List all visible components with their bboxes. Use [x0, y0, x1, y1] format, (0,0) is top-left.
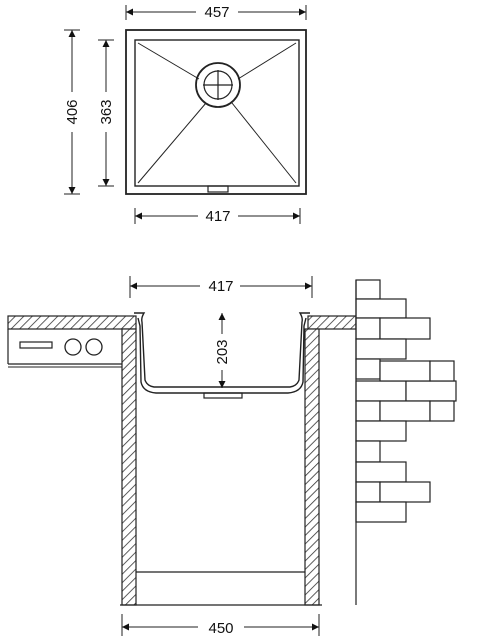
appliance-display	[19, 341, 53, 349]
dim-inner-width-label: 417	[205, 208, 230, 225]
cabinet-wall-right	[304, 328, 320, 606]
bowl-slope-lines	[137, 42, 297, 184]
dim-outer-depth: 406	[64, 29, 81, 195]
brick-wall	[355, 279, 457, 605]
top-view: 457 406 363 417	[64, 4, 307, 225]
appliance-front	[7, 329, 122, 368]
dim-bowl-depth: 203	[214, 313, 231, 388]
dim-outer-width-label: 457	[204, 4, 229, 21]
dim-cabinet-width: 450	[121, 614, 320, 637]
dim-cabinet-width-label: 450	[208, 620, 233, 637]
dim-inner-depth: 363	[98, 39, 115, 187]
dim-bowl-depth-label: 203	[214, 339, 231, 364]
dim-bowl-width-label: 417	[208, 278, 233, 295]
dim-outer-width: 457	[125, 4, 307, 21]
overflow-slot	[207, 185, 229, 193]
appliance-knob-2	[85, 338, 103, 356]
drain-icon	[195, 62, 241, 108]
countertop-right	[307, 315, 357, 330]
countertop-left	[7, 315, 137, 330]
sink-outer-rim	[125, 29, 307, 195]
dim-bowl-width: 417	[129, 276, 313, 298]
dim-inner-width: 417	[134, 208, 301, 225]
dim-inner-depth-label: 363	[98, 99, 115, 124]
sink-inner-bowl	[134, 39, 300, 187]
dim-outer-depth-label: 406	[64, 99, 81, 124]
cabinet-wall-left	[121, 328, 137, 606]
appliance-knob-1	[64, 338, 82, 356]
sink-drain-section	[203, 392, 243, 399]
section-view: 417 203 450	[7, 276, 457, 637]
